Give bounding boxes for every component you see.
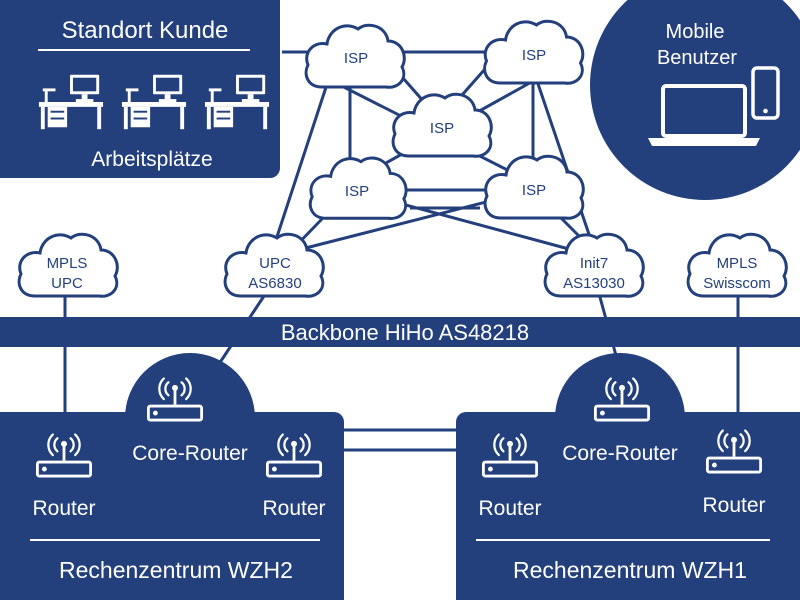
cloud-isp-lower-left: ISP bbox=[308, 156, 408, 220]
router-label: Router bbox=[262, 497, 325, 520]
customer-site-title: Standort Kunde bbox=[62, 17, 229, 44]
core-router-label: Core-Router bbox=[132, 442, 248, 465]
mobile-users-line2: Benutzer bbox=[657, 47, 737, 69]
smartphone-icon bbox=[751, 66, 780, 120]
workstations-caption: Arbeitsplätze bbox=[91, 148, 212, 171]
datacenter-wzh1-panel: Core-Router Router Router Rechenzentrum … bbox=[456, 353, 800, 600]
core-router-label: Core-Router bbox=[562, 442, 678, 465]
cloud-mpls-upc: MPLS UPC bbox=[17, 232, 119, 298]
cloud-isp-top-left: ISP bbox=[304, 23, 406, 89]
svg-text:ISP: ISP bbox=[344, 50, 368, 67]
datacenter-wzh2-name: Rechenzentrum WZH2 bbox=[59, 557, 293, 583]
datacenter-wzh2-panel: Core-Router Router Router Rechenzentrum … bbox=[0, 353, 344, 600]
laptop-icon bbox=[648, 84, 760, 146]
svg-text:ISP: ISP bbox=[522, 182, 546, 199]
svg-text:UPC: UPC bbox=[259, 255, 291, 272]
mobile-users-node: Mobile Benutzer bbox=[590, 0, 800, 200]
svg-text:AS6830: AS6830 bbox=[248, 275, 301, 292]
svg-text:ISP: ISP bbox=[522, 47, 546, 64]
cloud-isp-top-right: ISP bbox=[483, 19, 585, 85]
cloud-isp-middle: ISP bbox=[391, 92, 493, 158]
mobile-users-line1: Mobile bbox=[666, 21, 725, 43]
svg-text:UPC: UPC bbox=[51, 275, 83, 292]
cloud-isp-lower-right: ISP bbox=[483, 154, 585, 220]
cloud-mpls-swisscom: MPLS Swisscom bbox=[686, 232, 788, 298]
cloud-upc-as6830: UPC AS6830 bbox=[223, 232, 325, 298]
datacenter-wzh1-name: Rechenzentrum WZH1 bbox=[513, 557, 747, 583]
svg-text:Init7: Init7 bbox=[580, 255, 608, 272]
svg-text:MPLS: MPLS bbox=[717, 255, 758, 272]
cloud-init7-as13030: Init7 AS13030 bbox=[543, 232, 645, 298]
backbone-bar: Backbone HiHo AS48218 bbox=[0, 317, 800, 347]
svg-text:MPLS: MPLS bbox=[47, 255, 88, 272]
customer-site-panel: Standort Kunde Arbeitsplätze bbox=[0, 0, 280, 178]
svg-text:Swisscom: Swisscom bbox=[703, 275, 771, 292]
backbone-label: Backbone HiHo AS48218 bbox=[281, 320, 529, 345]
router-label: Router bbox=[702, 494, 765, 517]
router-label: Router bbox=[32, 497, 95, 520]
svg-text:ISP: ISP bbox=[430, 120, 454, 137]
svg-text:AS13030: AS13030 bbox=[563, 275, 625, 292]
svg-text:ISP: ISP bbox=[345, 183, 369, 200]
router-label: Router bbox=[478, 497, 541, 520]
